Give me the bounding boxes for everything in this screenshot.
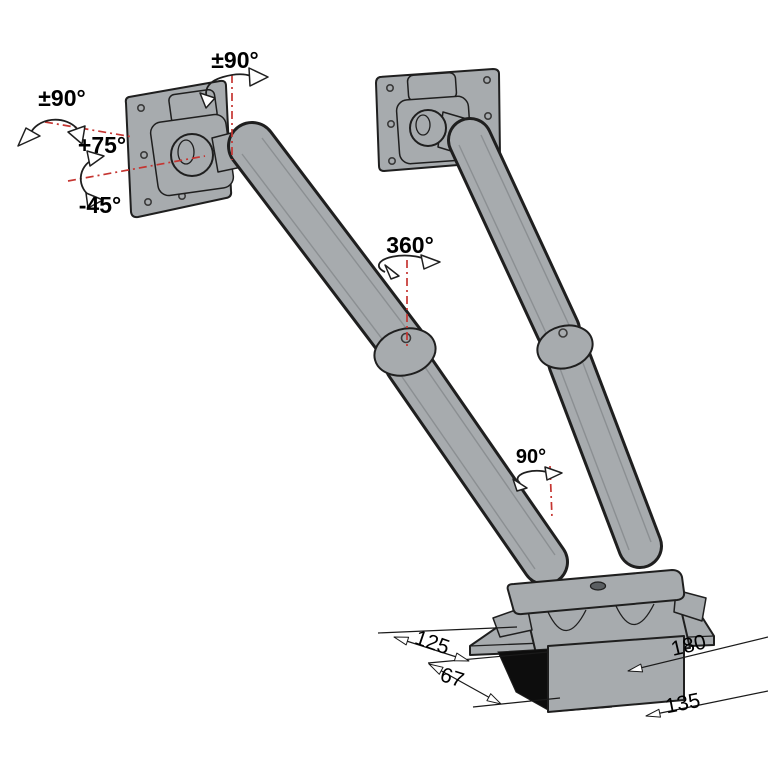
angle-label: ±90° <box>38 85 85 111</box>
angle-label-tilt-up: +75° <box>78 132 126 158</box>
extension-rail <box>427 651 549 664</box>
arm-crease <box>417 356 556 556</box>
annotation-base-rotation: 90° <box>512 446 563 492</box>
annotation-top-swivel: ±90° <box>199 47 269 109</box>
axis-line-left-rotate <box>44 121 134 138</box>
clamp-body-arch <box>615 603 655 626</box>
desk-clamp-base <box>469 569 715 713</box>
vesa-screw-hole <box>385 84 394 93</box>
clamp-shadow <box>497 648 549 711</box>
annotation-left-rotate: ±90° <box>17 85 86 147</box>
arrowhead <box>248 67 269 87</box>
arm-crease <box>261 137 413 337</box>
base-screw-hole <box>589 581 607 591</box>
dim-arrowhead <box>627 663 644 673</box>
right-arm <box>447 117 663 569</box>
arrowhead <box>512 478 528 492</box>
arrowhead <box>85 192 104 209</box>
ball-joint-highlight <box>415 114 431 136</box>
clamp-body-arch <box>547 609 587 632</box>
dim-arrowhead <box>645 708 661 718</box>
axis-line-base-rotation <box>549 465 553 519</box>
dimension-line-135 <box>645 690 768 717</box>
ball-joint-highlight <box>177 139 195 165</box>
annotation-mid-rotation: 360° <box>377 232 441 280</box>
ball-joint <box>170 133 214 177</box>
clamp-bracket-lip <box>547 706 613 713</box>
angle-label: 360° <box>386 232 434 258</box>
angle-label-tilt-down: -45° <box>79 192 121 218</box>
arm-crease <box>397 370 536 570</box>
elbow-joint <box>536 324 594 370</box>
vesa-screw-hole <box>482 76 491 85</box>
arrowhead <box>67 125 86 145</box>
swivel-arrow-icon <box>205 73 252 105</box>
angle-label: 90° <box>516 446 546 468</box>
vesa-screw-hole <box>386 120 395 129</box>
elbow-screw <box>400 332 412 344</box>
axis-line-tilt <box>67 155 206 182</box>
dimension-line-180 <box>627 636 768 672</box>
extension-rail <box>377 626 518 634</box>
arm-crease <box>241 153 393 353</box>
upper-arm-body <box>450 120 578 350</box>
vesa-screw-hole <box>483 112 492 121</box>
lower-arm-body <box>550 342 660 566</box>
arm-crease <box>458 144 548 336</box>
arrowhead <box>86 150 105 167</box>
dim-arrowhead <box>453 652 470 662</box>
dim-arrowhead <box>428 663 444 675</box>
elbow-joint <box>373 327 437 377</box>
arrowhead <box>17 127 41 147</box>
ball-joint <box>409 109 447 147</box>
arrowhead <box>384 264 400 280</box>
dim-arrowhead <box>393 636 410 646</box>
arm-crease <box>580 357 652 543</box>
vesa-screw-hole <box>387 157 396 166</box>
arrowhead <box>420 254 441 270</box>
annotation-tilt: +75° -45° <box>78 132 126 218</box>
dim-arrowhead <box>486 693 502 705</box>
extension-rail <box>472 697 561 708</box>
rotation-axes <box>44 75 553 519</box>
rotate-arrow-icon <box>29 118 79 136</box>
lower-arm-body <box>387 343 566 583</box>
arrowhead <box>199 92 216 109</box>
elbow-screw <box>558 328 568 338</box>
arm-crease <box>480 134 570 326</box>
vesa-screw-hole <box>140 151 149 160</box>
vesa-screw-hole <box>137 104 146 113</box>
vesa-screw-hole <box>144 198 153 207</box>
arrowhead <box>544 466 563 481</box>
upper-arm-body <box>230 124 424 366</box>
left-arm <box>227 121 569 586</box>
base-top-plate <box>506 569 686 616</box>
dimension-label-125: 125 <box>412 626 453 659</box>
arm-crease <box>558 365 630 551</box>
